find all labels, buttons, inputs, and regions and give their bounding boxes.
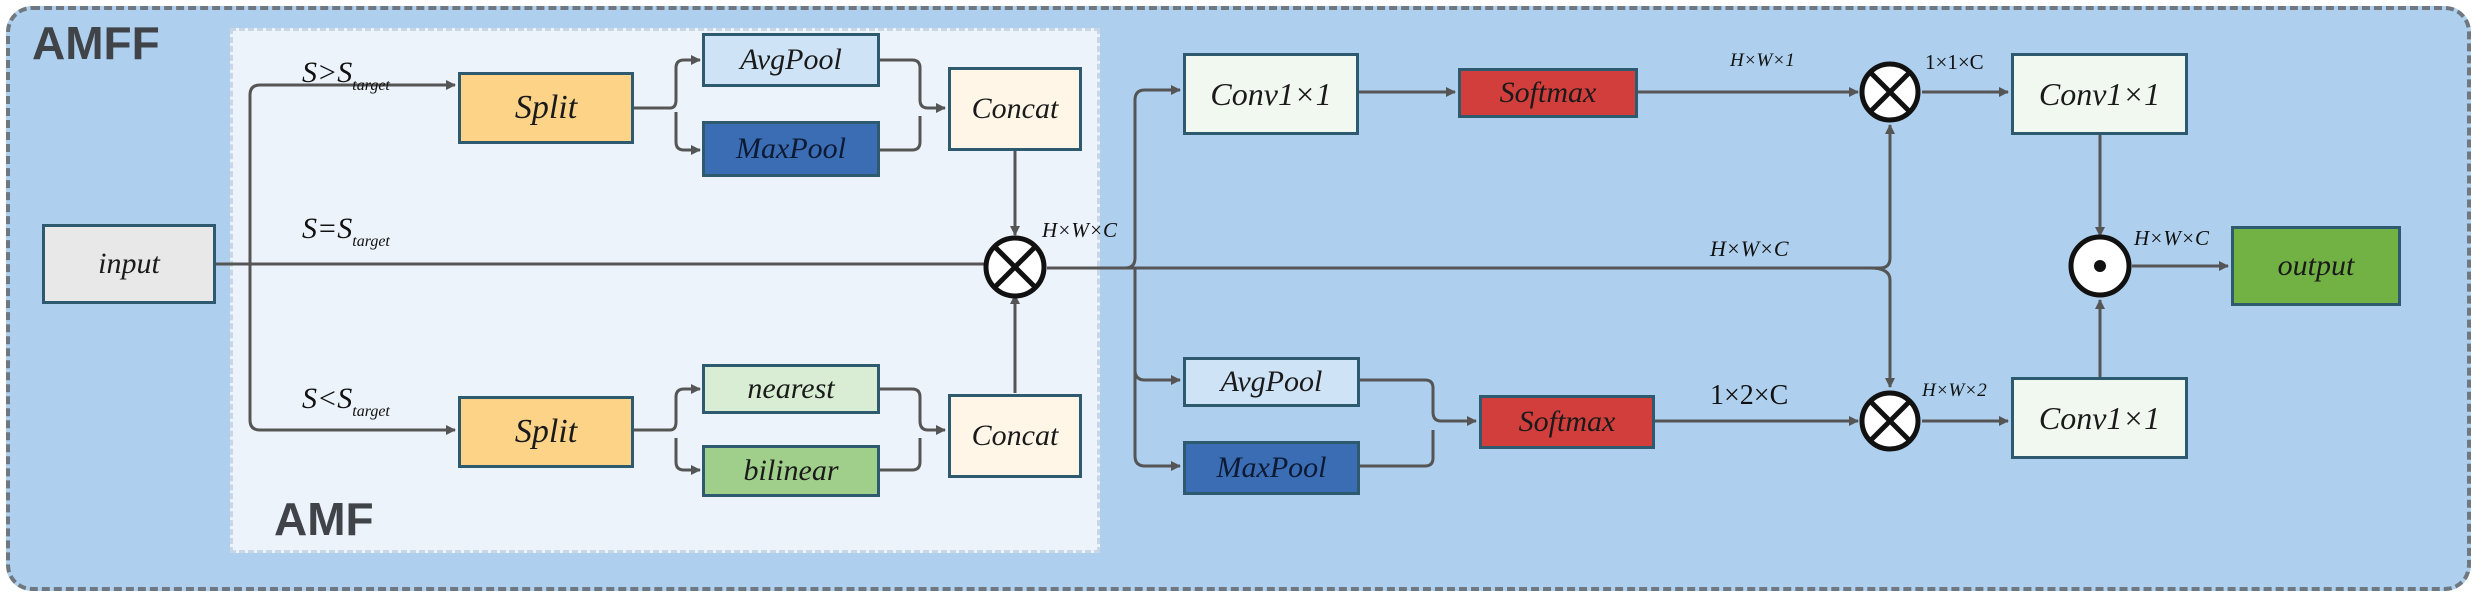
dim-label-hwc-out: H×W×C	[2134, 226, 2210, 250]
wire-avgpool-to-softmax	[1360, 378, 1477, 426]
split-bottom-node: Split	[458, 396, 634, 468]
amff-title: AMFF	[32, 17, 160, 69]
multiply-operator-center	[983, 235, 1047, 299]
softmax-bottom-node: Softmax	[1479, 395, 1655, 449]
wire-avgpool-to-concat	[880, 58, 946, 113]
dot-operator	[2068, 234, 2132, 298]
wire-mul-to-avgpool	[1133, 268, 1181, 385]
concat-bottom-node: Concat	[948, 394, 1082, 478]
wire-split-bottom-fork2	[674, 438, 701, 475]
dim-label-11c: 1×1×C	[1925, 50, 1984, 74]
condition-less-main: S<S	[302, 382, 353, 415]
softmax-top-node: Softmax	[1458, 68, 1638, 118]
avgpool-right-node: AvgPool	[1183, 357, 1360, 407]
condition-less-label: S<Starget	[302, 382, 390, 421]
dim-label-hwc-mid: H×W×C	[1710, 236, 1789, 261]
maxpool-top-node: MaxPool	[702, 121, 880, 177]
conv-top-node: Conv1×1	[1183, 53, 1359, 135]
amf-title: AMF	[274, 493, 374, 545]
nearest-node: nearest	[702, 364, 880, 414]
condition-equal-main: S=S	[302, 212, 353, 245]
wire-split-top-fork2	[674, 112, 701, 155]
multiply-operator-bottom	[1859, 390, 1921, 452]
dim-label-12c: 1×2×C	[1710, 380, 1789, 411]
bilinear-node: bilinear	[702, 445, 880, 497]
wire-split-bottom-fork	[633, 384, 701, 432]
output-node: output	[2231, 226, 2401, 306]
wire-maxpool-to-softmax	[1360, 430, 1435, 468]
condition-greater-label: S>Starget	[302, 56, 390, 95]
wire-branch-up	[248, 80, 456, 264]
condition-equal-sub: target	[352, 233, 390, 250]
conv-right-bottom-node: Conv1×1	[2011, 377, 2188, 459]
input-node: input	[42, 224, 216, 304]
wire-nearest-to-concat	[880, 387, 946, 435]
wire-mul-to-conv-top	[1047, 85, 1181, 270]
condition-equal-label: S=Starget	[302, 212, 390, 251]
conv-right-top-node: Conv1×1	[2011, 53, 2188, 135]
condition-greater-sub: target	[352, 77, 390, 94]
maxpool-right-node: MaxPool	[1183, 441, 1360, 495]
dim-label-hwc-center: H×W×C	[1042, 218, 1118, 242]
wire-maxpool-to-concat	[880, 116, 922, 152]
wire-bilinear-to-concat	[880, 438, 922, 472]
wire-branch-down	[248, 264, 456, 435]
wire-mul-main-down	[1869, 266, 1895, 388]
dim-label-hw1: H×W×1	[1730, 50, 1795, 71]
avgpool-top-node: AvgPool	[702, 33, 880, 87]
wire-split-top-fork	[633, 55, 701, 110]
multiply-operator-top	[1859, 61, 1921, 123]
dim-label-hw2: H×W×2	[1922, 380, 1987, 401]
condition-greater-main: S>S	[302, 56, 353, 89]
split-top-node: Split	[458, 72, 634, 144]
condition-less-sub: target	[352, 403, 390, 420]
concat-top-node: Concat	[948, 67, 1082, 151]
wire-mul-to-maxpool	[1133, 370, 1181, 471]
